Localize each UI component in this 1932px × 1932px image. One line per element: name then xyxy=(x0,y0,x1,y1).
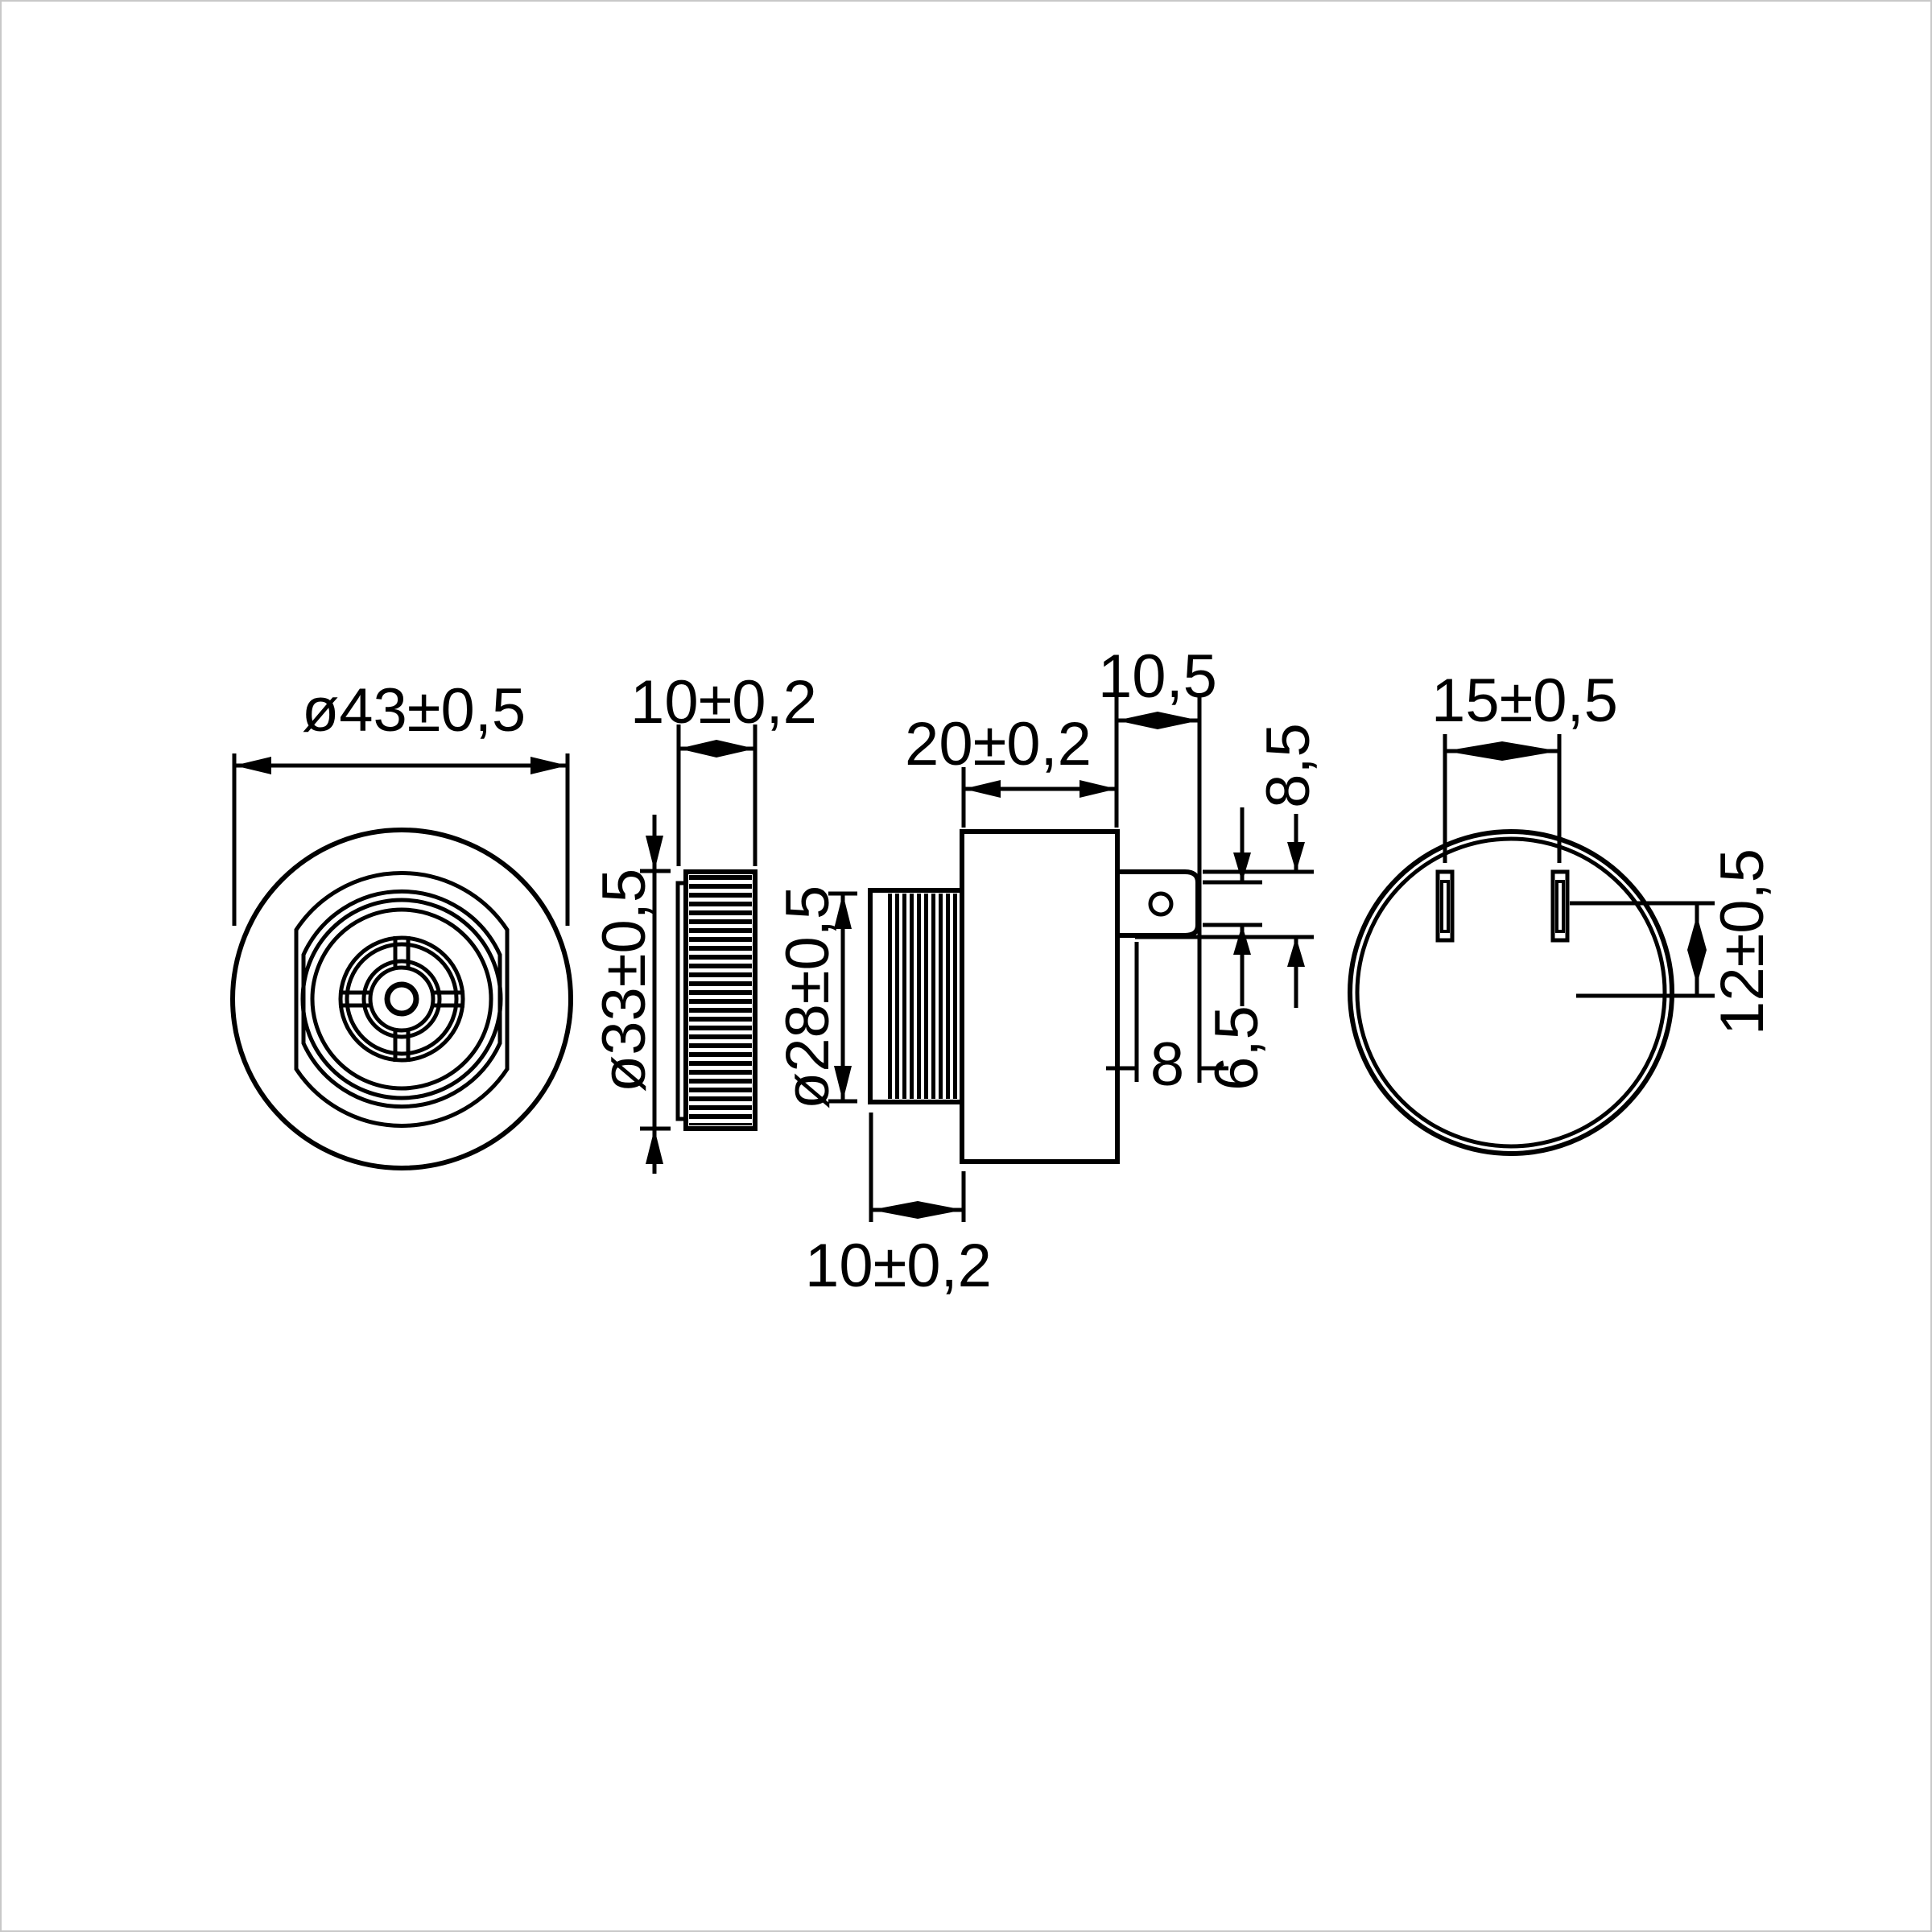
dim-tab-height: 8,5 xyxy=(1254,723,1323,1008)
label-tab-height: 8,5 xyxy=(1254,723,1323,808)
front-circle-r76 xyxy=(338,935,465,1063)
arrowhead-down xyxy=(1233,852,1251,882)
arrowhead-down xyxy=(646,836,663,871)
arrowhead-right xyxy=(1080,780,1117,798)
dim-body-length: 20±0,2 xyxy=(905,694,1119,828)
dim-pin-spacing: 15±0,5 xyxy=(1431,667,1618,863)
label-ring-diameter: ø33±0,5 xyxy=(590,869,658,1092)
dim-ring-diameter: ø33±0,5 xyxy=(590,815,671,1174)
arrowhead-left xyxy=(234,757,271,774)
front-view: ø43±0,5 xyxy=(230,676,573,1170)
rear-view: 15±0,5 12±0,5 xyxy=(1348,667,1777,1156)
dim-front-diameter: ø43±0,5 xyxy=(232,676,570,926)
threaded-neck-ribs xyxy=(888,894,960,1099)
housing-body-profile xyxy=(960,829,1120,1164)
front-circle-r123 xyxy=(300,898,503,1100)
dim-tab-tip-height: 6,5 xyxy=(1203,807,1271,1091)
arrowhead-right xyxy=(530,757,568,774)
arrowhead-up xyxy=(646,1129,663,1164)
arrowhead-diamond xyxy=(679,740,755,758)
label-pin-total-length: 10,5 xyxy=(1098,642,1217,711)
front-circle-r68 xyxy=(345,942,459,1056)
arrowhead-diamond xyxy=(1687,915,1707,985)
front-outer-flange-circle xyxy=(230,828,573,1170)
dim-thread-length: 10±0,2 xyxy=(805,1113,992,1300)
ring-knurl-hatch xyxy=(689,875,752,1125)
arrowhead-up xyxy=(1287,937,1305,967)
front-bezel-outer-flat-circle xyxy=(294,871,510,1128)
front-circle-r47 xyxy=(361,959,442,1039)
label-thread-diameter: ø28±0,5 xyxy=(774,886,842,1109)
front-bezel-inner-flat-circle xyxy=(301,889,502,1109)
label-pin-row-offset: 12±0,5 xyxy=(1708,848,1777,1035)
rear-pin-slot-left-inner xyxy=(1440,880,1450,933)
label-ring-thickness: 10±0,2 xyxy=(630,668,817,737)
arrowhead-up xyxy=(834,894,852,929)
dim-pin-straight-length: 8 xyxy=(1106,942,1228,1099)
label-front-diameter: ø43±0,5 xyxy=(302,676,526,745)
arrowhead-diamond xyxy=(1445,741,1559,761)
label-thread-length: 10±0,2 xyxy=(805,1232,992,1300)
arrowhead-diamond xyxy=(1117,712,1199,729)
dim-pin-total-length: 10,5 xyxy=(1098,642,1217,1083)
label-body-length: 20±0,2 xyxy=(905,710,1092,778)
rear-pin-slot-right-inner xyxy=(1555,880,1565,933)
label-pin-straight-length: 8 xyxy=(1150,1030,1184,1099)
label-tab-tip-height: 6,5 xyxy=(1203,1005,1271,1091)
arrowhead-diamond xyxy=(871,1201,964,1219)
housing-side-view: 20±0,2 10,5 8,5 xyxy=(774,642,1323,1300)
dim-pin-row-offset: 12±0,5 xyxy=(1570,848,1777,1035)
rear-inner-circle xyxy=(1355,836,1667,1149)
connector-tab-hole xyxy=(1148,891,1174,917)
label-pin-spacing: 15±0,5 xyxy=(1431,667,1618,735)
arrowhead-down xyxy=(834,1066,852,1101)
front-circle-r111 xyxy=(310,907,493,1091)
dim-thread-diameter: ø28±0,5 xyxy=(774,886,857,1109)
front-circle-r39 xyxy=(368,965,436,1033)
front-sound-hole xyxy=(384,981,419,1017)
arrowhead-left xyxy=(964,780,1001,798)
arrowhead-up xyxy=(1233,925,1251,955)
arrowhead-down xyxy=(1287,842,1305,872)
rear-outer-circle xyxy=(1348,829,1674,1156)
knurled-ring-side-view: 10±0,2 ø33±0,5 xyxy=(590,668,817,1174)
front-spokes xyxy=(339,936,464,1062)
dim-ring-thickness: 10±0,2 xyxy=(630,668,817,866)
